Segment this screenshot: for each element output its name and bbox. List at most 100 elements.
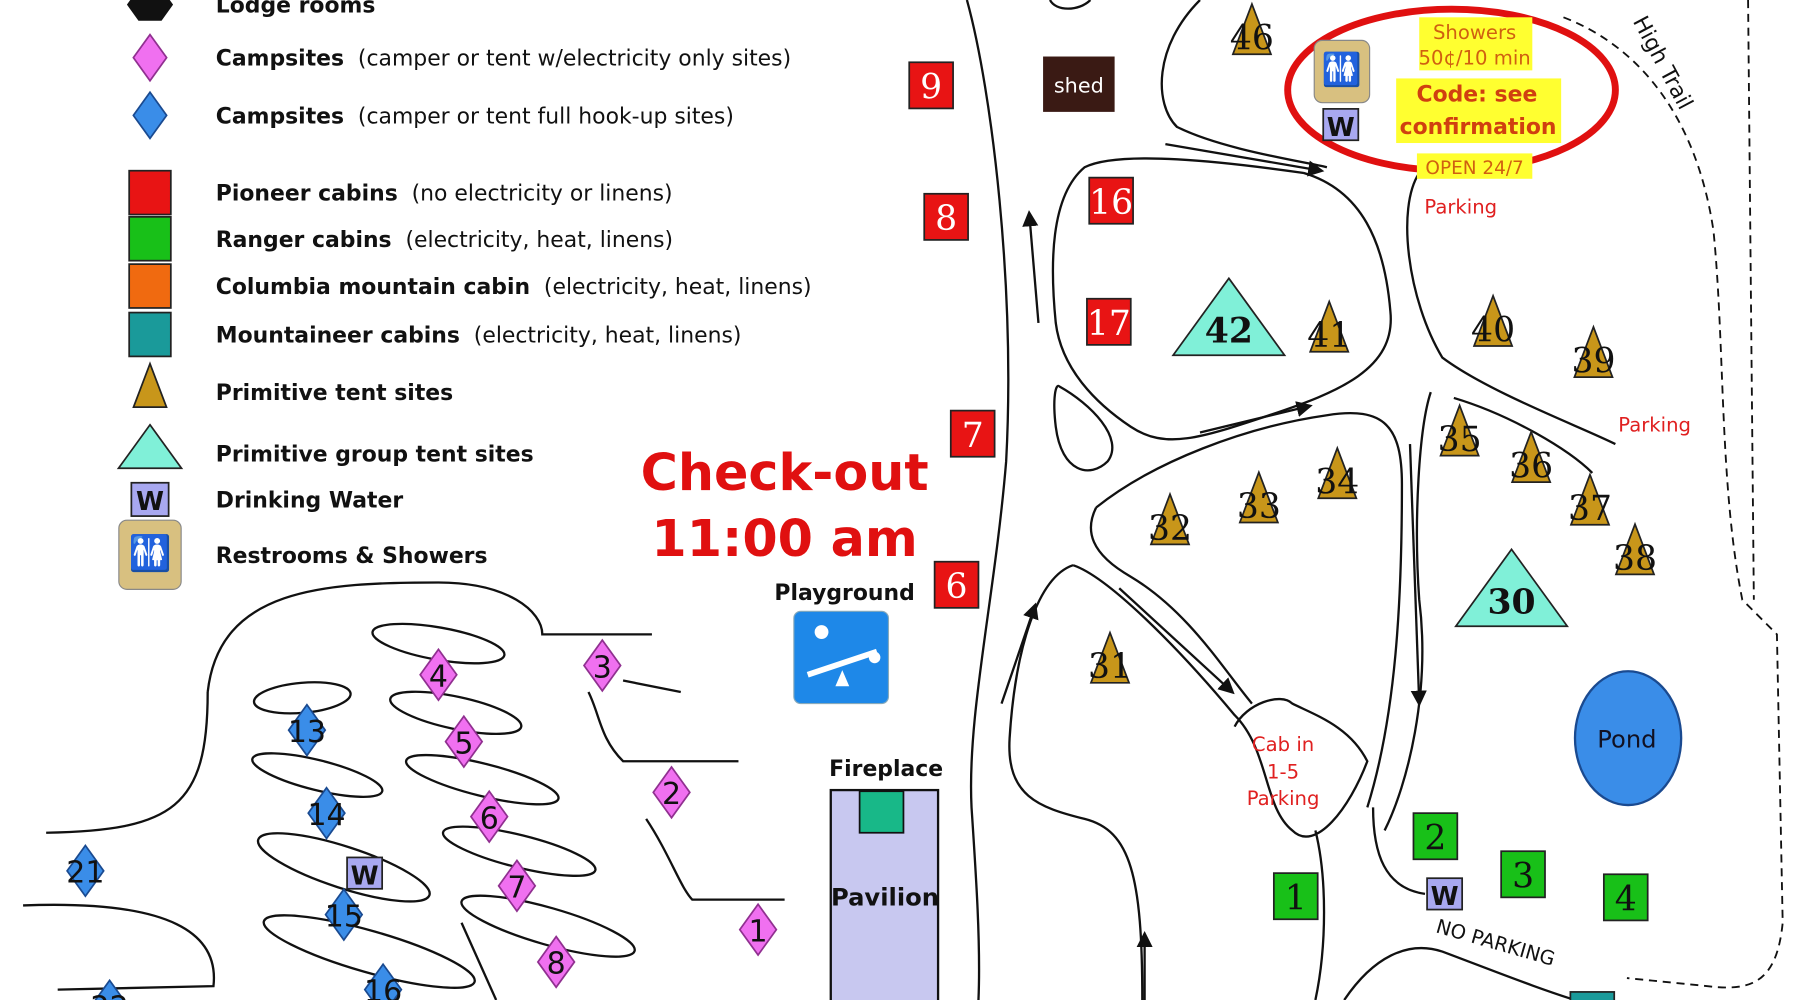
site-number: 3: [593, 650, 612, 685]
site-electric-1[interactable]: 1: [738, 902, 778, 957]
site-hookup-21[interactable]: 21: [66, 843, 105, 898]
site-number: 17: [1087, 304, 1131, 344]
legend-label: Campsites(camper or tent w/electricity o…: [216, 47, 791, 72]
site-number: 8: [547, 947, 566, 982]
site-tent-33[interactable]: 33: [1237, 469, 1281, 527]
site-electric-5[interactable]: 5: [444, 714, 484, 769]
site-tent-39[interactable]: 39: [1571, 324, 1615, 382]
site-ranger-2[interactable]: 2: [1412, 812, 1459, 861]
site-number: 35: [1438, 420, 1482, 460]
high-trail-label: High Trail: [1627, 12, 1697, 114]
site-number: 4: [429, 660, 448, 695]
legend-label: Ranger cabins(electricity, heat, linens): [216, 228, 673, 253]
playground-label: Playground: [774, 581, 914, 606]
parking-label: Parking: [1618, 413, 1691, 436]
site-number: 33: [1237, 487, 1281, 527]
legend-mountaineer-icon: [128, 311, 172, 358]
site-tent-36[interactable]: 36: [1509, 429, 1553, 487]
site-number: 46: [1230, 19, 1274, 59]
site-hookup-14[interactable]: 14: [307, 786, 346, 841]
site-tent-31[interactable]: 31: [1088, 630, 1132, 688]
site-ranger-4[interactable]: 4: [1602, 873, 1649, 922]
site-electric-4[interactable]: 4: [419, 647, 458, 702]
site-markers: 43526718131421151622WWW98161776123446414…: [66, 1, 1657, 1000]
site-hookup-16[interactable]: 16: [363, 962, 403, 1000]
site-hookup-15[interactable]: 15: [324, 887, 364, 942]
site-tent-46[interactable]: 46: [1230, 1, 1274, 59]
playground-icon[interactable]: [793, 610, 890, 705]
site-hookup-13[interactable]: 13: [287, 703, 327, 757]
roads: [23, 0, 1784, 1000]
legend-electric-icon: [132, 33, 168, 83]
site-number: 36: [1509, 447, 1553, 487]
site-number: 13: [288, 715, 326, 750]
site-number: 4: [1615, 880, 1637, 920]
site-pioneer-17[interactable]: 17: [1086, 297, 1132, 346]
site-number: 16: [1089, 183, 1133, 223]
shed-label: shed: [1054, 73, 1104, 97]
site-number: 14: [307, 798, 345, 833]
site-tent-34[interactable]: 34: [1315, 445, 1359, 503]
site-electric-3[interactable]: 3: [582, 638, 622, 693]
site-water-W[interactable]: W: [1322, 108, 1360, 142]
site-pioneer-6[interactable]: 6: [933, 560, 980, 609]
restroom-icon[interactable]: 🚻: [1313, 39, 1371, 104]
legend-pioneer-icon: [128, 169, 172, 216]
site-water-W[interactable]: W: [1426, 877, 1464, 911]
site-electric-7[interactable]: 7: [497, 858, 537, 913]
site-number: 2: [662, 777, 681, 812]
site-number: 5: [454, 726, 473, 761]
site-tent-38[interactable]: 38: [1613, 521, 1657, 579]
site-tent-41[interactable]: 41: [1307, 299, 1351, 357]
site-mountaineer-marker[interactable]: [1569, 991, 1616, 1000]
site-ranger-3[interactable]: 3: [1500, 850, 1546, 899]
legend-label: Mountaineer cabins(electricity, heat, li…: [216, 324, 742, 349]
site-electric-8[interactable]: 8: [536, 935, 576, 989]
site-tent-37[interactable]: 37: [1568, 472, 1612, 530]
site-number: 3: [1512, 857, 1534, 897]
legend-label: Drinking Water: [216, 489, 404, 514]
site-ranger-1[interactable]: 1: [1272, 872, 1319, 921]
site-hookup-22[interactable]: 22: [91, 978, 129, 1000]
fireplace: [858, 790, 905, 834]
site-number: 39: [1571, 342, 1615, 382]
site-number: 34: [1315, 463, 1359, 503]
site-tent-32[interactable]: 32: [1148, 491, 1192, 549]
legend-restroom-icon: 🚻: [118, 519, 182, 590]
site-number: 15: [325, 899, 363, 934]
site-number: 40: [1471, 310, 1515, 350]
site-pioneer-7[interactable]: 7: [949, 409, 996, 458]
cabin-parking-label: Cab in: [1252, 733, 1314, 756]
fireplace-label: Fireplace: [829, 757, 943, 782]
shed[interactable]: [1043, 56, 1115, 112]
site-number: 2: [1424, 819, 1446, 859]
site-tent-35[interactable]: 35: [1438, 402, 1482, 460]
legend-label: Primitive tent sites: [216, 381, 453, 406]
legend-columbia-icon: [128, 263, 172, 309]
site-tent-40[interactable]: 40: [1471, 293, 1515, 351]
site-water-W[interactable]: W: [346, 856, 384, 890]
showers-callout: Showers 50¢/10 min Code: see confirmatio…: [1284, 5, 1619, 179]
showers-title: Showers: [1433, 21, 1516, 44]
showers-code-note: confirmation: [1400, 115, 1557, 140]
site-electric-6[interactable]: 6: [469, 789, 509, 844]
legend-label: Pioneer cabins(no electricity or linens): [216, 182, 673, 207]
site-group-30[interactable]: 30: [1454, 547, 1569, 628]
site-pioneer-16[interactable]: 16: [1088, 176, 1134, 225]
legend-water-icon: W: [130, 481, 170, 517]
legend-lodge-icon: [126, 0, 174, 21]
showers-price: 50¢/10 min: [1419, 47, 1531, 70]
showers-code: Code: see: [1417, 83, 1538, 108]
site-number: 16: [364, 974, 402, 1000]
site-number: 1: [749, 914, 768, 949]
site-number: 1: [1285, 879, 1307, 919]
site-number: 41: [1307, 316, 1351, 356]
site-pioneer-9[interactable]: 9: [908, 61, 954, 110]
site-electric-2[interactable]: 2: [652, 765, 691, 820]
legend-tent-icon: [132, 361, 168, 409]
site-group-42[interactable]: 42: [1171, 276, 1287, 357]
site-number: 42: [1205, 311, 1253, 351]
site-number: 9: [920, 68, 942, 108]
site-pioneer-8[interactable]: 8: [923, 192, 969, 241]
